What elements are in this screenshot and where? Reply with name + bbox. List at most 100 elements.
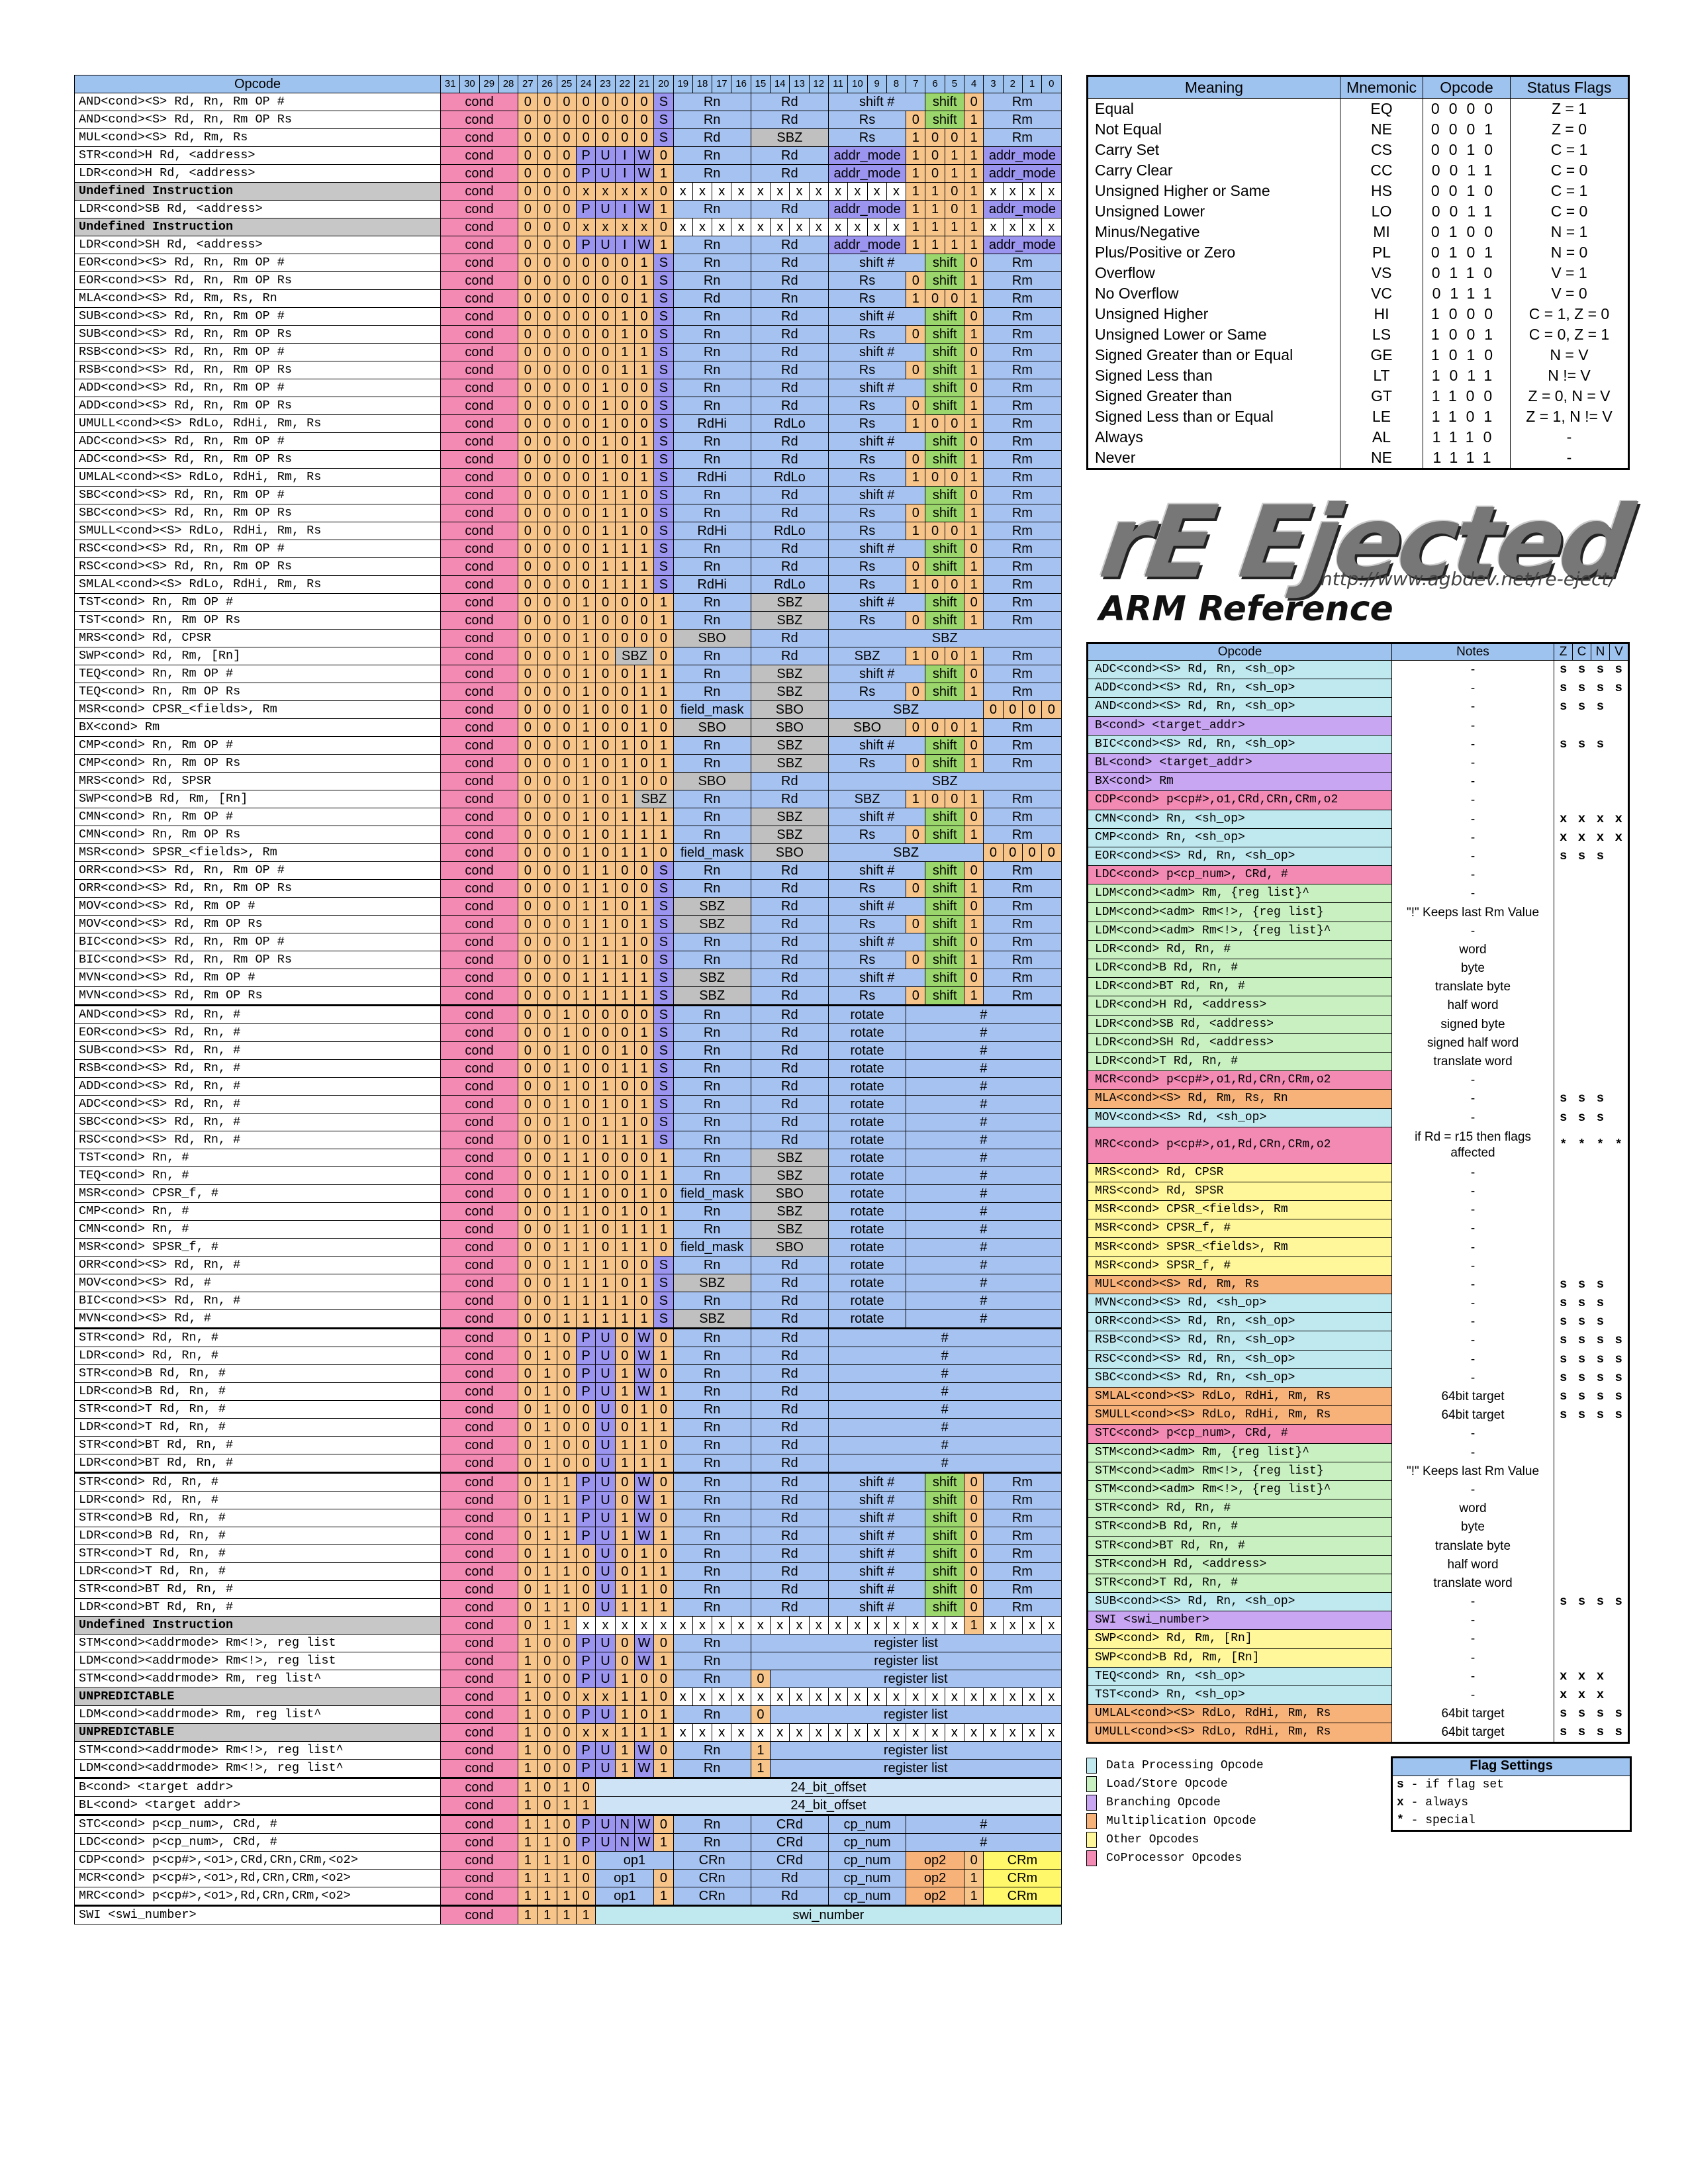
bit-field: 0 (537, 1113, 557, 1131)
bit-field: Rn (673, 146, 751, 165)
bit-field: 0 (906, 361, 926, 379)
bit-field: cond (440, 1184, 519, 1203)
bit-field: 1 (556, 1274, 577, 1292)
bit-field: 0 (537, 1796, 557, 1815)
bit-field: Rd (750, 1869, 829, 1887)
bit-field: cond (440, 861, 519, 880)
bit-field: 0 (556, 700, 577, 719)
bit-field: 1 (576, 1238, 596, 1257)
bit-field: x (886, 1616, 907, 1635)
bit-field: 1 (653, 593, 674, 612)
bit-field: shift (925, 93, 965, 111)
instruction-mnemonic: TEQ<cond> Rn, Rm OP Rs (74, 683, 441, 701)
bit-field: 0 (537, 1077, 557, 1096)
instruction-mnemonic: AND<cond><S> Rd, Rn, Rm OP # (74, 93, 441, 111)
bit-field: 1 (556, 1509, 577, 1527)
bit-field: cond (440, 1869, 519, 1887)
summary-flag: x (1554, 1667, 1573, 1686)
bit-field: x (944, 1687, 965, 1706)
condition-mnemonic: LO (1340, 201, 1423, 222)
bit-field: cond (440, 683, 519, 701)
bit-field: 1 (964, 647, 984, 665)
condition-mnemonic: VC (1340, 283, 1423, 304)
bit-field: 0 (576, 93, 596, 111)
bit-field: RdLo (750, 468, 829, 487)
bit-field: 0 (537, 128, 557, 147)
bit-field: 1 (518, 1777, 538, 1797)
instruction-mnemonic: TST<cond> Rn, # (74, 1149, 441, 1167)
bit-field: 1 (595, 379, 616, 397)
bit-field: Rd (750, 1887, 829, 1906)
summary-flag (1554, 1517, 1573, 1537)
bit-field: 0 (614, 468, 635, 487)
bit-field: 0 (537, 665, 557, 683)
bit-field: Rn (673, 93, 751, 111)
bit-field: 1 (964, 182, 984, 201)
bit-field: 1 (906, 289, 926, 308)
flag-setting-item: s - if flag set (1393, 1776, 1630, 1794)
bit-field: 1 (944, 218, 965, 236)
bit-field: 1 (653, 808, 674, 826)
bit-field: x (595, 1723, 616, 1742)
summary-flag (1554, 1480, 1573, 1499)
summary-row: LDR<cond>BT Rd, Rn, #translate byte (1087, 977, 1629, 996)
bit-field: 0 (653, 1869, 674, 1887)
bit-field: field_mask (673, 1238, 751, 1257)
bit-field: cond (440, 128, 519, 147)
instruction-mnemonic: BL<cond> <target addr> (74, 1796, 441, 1815)
condition-meaning: Unsigned Lower (1087, 201, 1340, 222)
bit-field: cond (440, 1292, 519, 1310)
bit-field: P (576, 1759, 596, 1778)
bit-field: 1 (537, 1905, 557, 1924)
bit-field: 0 (906, 111, 926, 129)
bit-field: 0 (556, 951, 577, 969)
bit-field: 0 (518, 1418, 538, 1437)
bit-field: 1 (595, 879, 616, 898)
bit-field: 1 (556, 1562, 577, 1581)
bit-field: 0 (518, 146, 538, 165)
bit-field: shift # (827, 307, 926, 326)
bit-field: 1 (964, 111, 984, 129)
bit-field: U (595, 1364, 616, 1383)
bit-field: RdHi (673, 468, 751, 487)
bit-field: 0 (576, 1562, 596, 1581)
instruction-mnemonic: UNPREDICTABLE (74, 1687, 441, 1706)
bit-field: 1 (518, 1741, 538, 1760)
summary-flag (1609, 790, 1629, 810)
bit-field: 1 (576, 951, 596, 969)
bit-field: cond (440, 1705, 519, 1724)
summary-note: - (1391, 1629, 1554, 1649)
bit-field: shift # (827, 593, 926, 612)
summary-note: signed half word (1391, 1033, 1554, 1053)
bit-field: addr_mode (983, 146, 1062, 165)
legend-swatch (1086, 1758, 1097, 1774)
bit-field: 1 (633, 808, 655, 826)
bit-field: cond (440, 414, 519, 433)
bit-field: cond (440, 1833, 519, 1852)
bit-field: # (827, 1436, 1062, 1454)
bit-field: 1 (576, 897, 596, 916)
bit-field: SBZ (750, 754, 829, 773)
summary-opcode: MLA<cond><S> Rd, Rm, Rs, Rn (1087, 1089, 1392, 1108)
summary-note: translate byte (1391, 1536, 1554, 1556)
bit-field: 0 (518, 1149, 538, 1167)
bit-field: 0 (576, 1023, 596, 1042)
instruction-mnemonic: SMLAL<cond><S> RdLo, RdHi, Rm, Rs (74, 575, 441, 594)
bit-field: x (576, 1616, 596, 1635)
condition-mnemonic: MI (1340, 222, 1423, 242)
bit-field: 0 (556, 1634, 577, 1652)
bit-field: 1 (595, 557, 616, 576)
bit-field: SBZ (673, 969, 751, 987)
bit-field: 1 (633, 289, 655, 308)
summary-flag: s (1591, 1108, 1610, 1127)
condition-mnemonic: GE (1340, 345, 1423, 365)
instruction-mnemonic: MSR<cond> SPSR_<fields>, Rm (74, 843, 441, 862)
summary-opcode: ORR<cond><S> Rd, Rn, <sh_op> (1087, 1312, 1392, 1331)
summary-opcode: STM<cond><adm> Rm<!>, {reg list}^ (1087, 1480, 1392, 1499)
bit-field: Rn (673, 307, 751, 326)
bit-field: Rs (827, 754, 907, 773)
